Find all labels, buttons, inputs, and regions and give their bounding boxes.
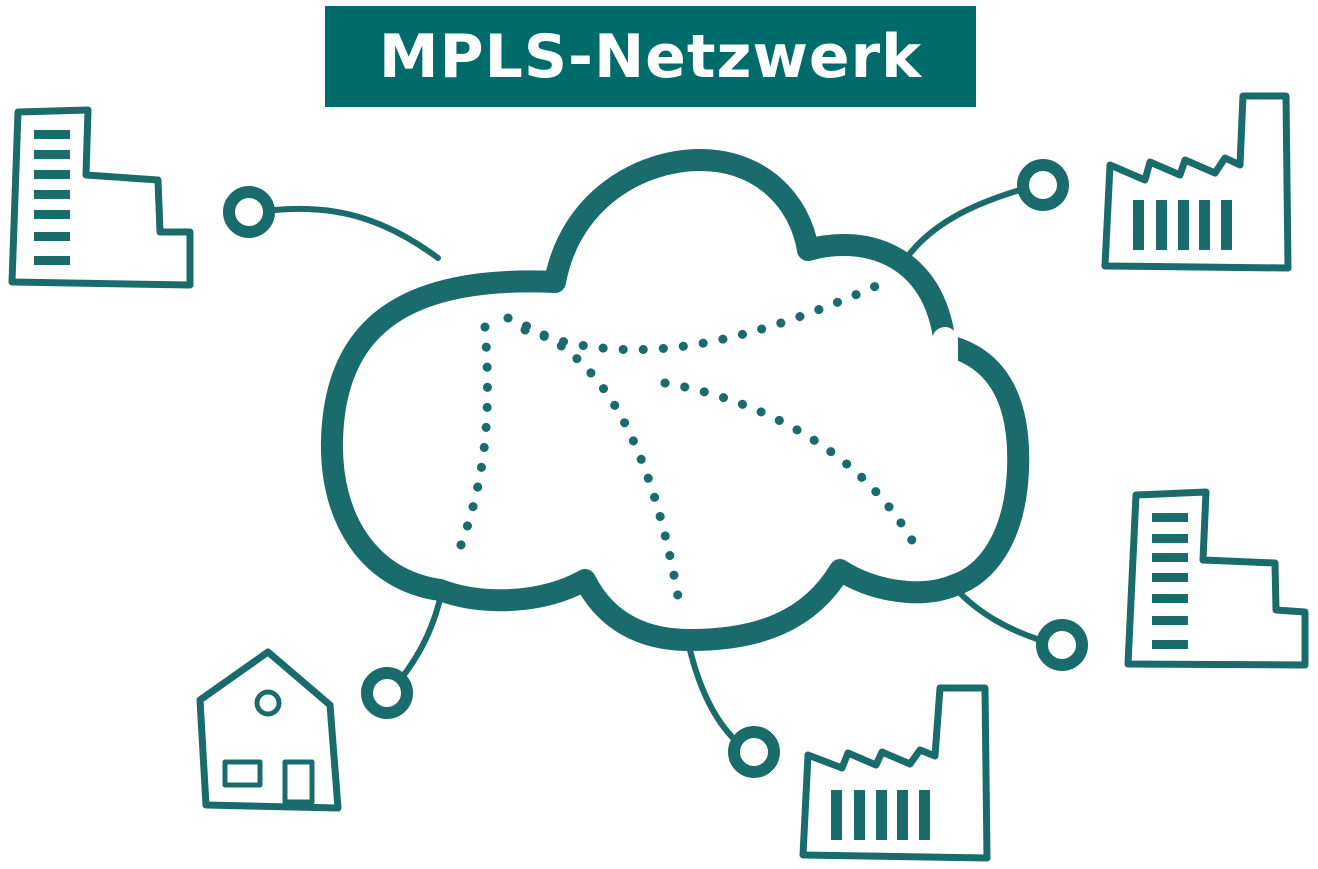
- link-right: [952, 585, 1043, 643]
- office-building-icon: [1124, 488, 1309, 669]
- link-top-left: [272, 205, 441, 261]
- endpoint-rings: [223, 159, 1088, 778]
- endpoint-bottom-left: [361, 667, 413, 719]
- factory-icon: [799, 684, 991, 862]
- endpoint-right: [1036, 619, 1088, 671]
- cloud-icon: [320, 149, 1030, 651]
- link-bottom: [687, 647, 738, 743]
- link-bottom-left: [397, 587, 445, 683]
- office-building-icon: [8, 106, 194, 289]
- link-top-right: [902, 187, 1023, 263]
- page-title: MPLS-Netzwerk: [378, 21, 923, 92]
- factory-icon: [1101, 92, 1292, 272]
- endpoint-top-left: [223, 186, 275, 238]
- house-icon: [196, 648, 342, 812]
- endpoint-bottom: [728, 726, 780, 778]
- title-banner: MPLS-Netzwerk: [325, 6, 976, 107]
- label-switched-paths: [453, 281, 918, 613]
- endpoint-top-right: [1017, 159, 1069, 211]
